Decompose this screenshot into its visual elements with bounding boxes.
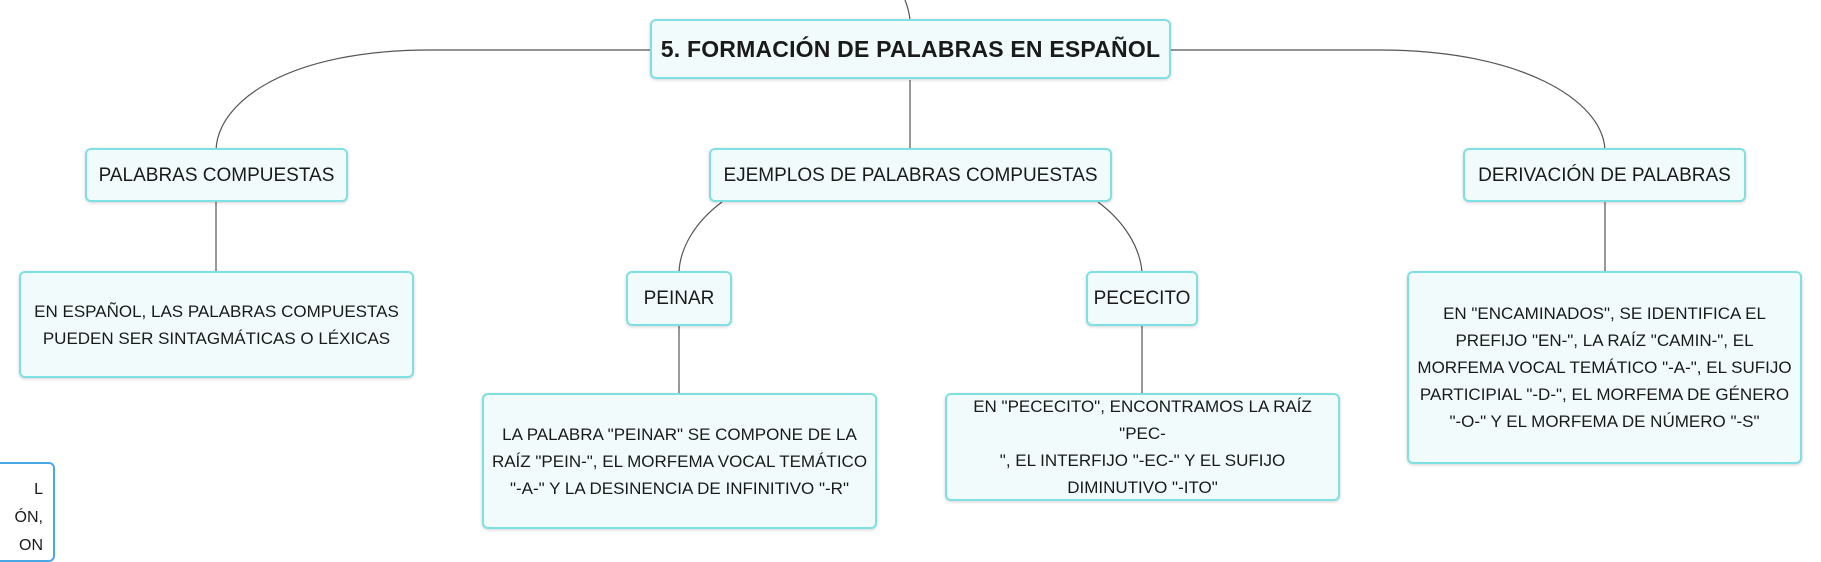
detail-line: MORFEMA VOCAL TEMÁTICO "-A-", EL SUFIJO [1417,358,1792,377]
connector-root-to-derivacion [1170,49,1606,151]
detail-line: EN "PECECITO", ENCONTRAMOS LA RAÍZ "PEC- [973,397,1312,443]
topic-ejemplos-palabras-compuestas[interactable]: EJEMPLOS DE PALABRAS COMPUESTAS [709,148,1112,202]
topic-palabras-compuestas-label: PALABRAS COMPUESTAS [98,164,335,186]
subtopic-peinar[interactable]: PEINAR [626,271,732,326]
detail-line: "-A-" Y LA DESINENCIA DE INFINITIVO "-R" [509,478,849,498]
connector-parent-to-root [904,0,911,21]
detail-peinar[interactable]: LA PALABRA "PEINAR" SE COMPONE DE LA RAÍ… [482,393,877,529]
root-topic-label: 5. FORMACIÓN DE PALABRAS EN ESPAÑOL [660,35,1161,62]
detail-line: PREFIJO "EN-", LA RAÍZ "CAMIN-", EL [1455,331,1754,350]
detail-line: ", EL INTERFIJO "-EC-" Y EL SUFIJO [999,451,1286,470]
detail-derivacion[interactable]: EN "ENCAMINADOS", SE IDENTIFICA EL PREFI… [1407,271,1802,464]
detail-line: PUEDEN SER SINTAGMÁTICAS O LÉXICAS [42,328,391,348]
detail-line: DIMINUTIVO "-ITO" [1067,478,1218,497]
detail-line: EN ESPAÑOL, LAS PALABRAS COMPUESTAS [34,301,399,321]
topic-ejemplos-label: EJEMPLOS DE PALABRAS COMPUESTAS [723,164,1098,186]
detail-line: PARTICIPIAL "-D-", EL MORFEMA DE GÉNERO [1419,385,1790,404]
connector-ejemplos-to-peinar [678,201,723,273]
subtopic-pececito[interactable]: PECECITO [1086,271,1198,326]
topic-derivacion-label: DERIVACIÓN DE PALABRAS [1478,164,1731,186]
topic-palabras-compuestas[interactable]: PALABRAS COMPUESTAS [85,148,348,202]
detail-line: LA PALABRA "PEINAR" SE COMPONE DE LA [502,424,857,444]
offscreen-detail-node[interactable]: L ÓN, ON [0,462,55,562]
detail-palabras-compuestas[interactable]: EN ESPAÑOL, LAS PALABRAS COMPUESTAS PUED… [19,271,414,378]
connector-root-to-compuestas [215,49,652,151]
offscreen-detail-text: L ÓN, ON [14,481,43,554]
topic-derivacion-de-palabras[interactable]: DERIVACIÓN DE PALABRAS [1463,148,1746,202]
detail-line: EN "ENCAMINADOS", SE IDENTIFICA EL [1443,304,1766,323]
connector-lines [215,0,1606,395]
subtopic-pececito-label: PECECITO [1093,288,1191,309]
detail-line: RAÍZ "PEIN-", EL MORFEMA VOCAL TEMÁTICO [491,451,868,471]
detail-line: "-O-" Y EL MORFEMA DE NÚMERO "-S" [1449,412,1760,431]
root-topic[interactable]: 5. FORMACIÓN DE PALABRAS EN ESPAÑOL [650,19,1171,79]
connector-ejemplos-to-pececito [1097,201,1143,273]
subtopic-peinar-label: PEINAR [643,288,715,309]
detail-pececito[interactable]: EN "PECECITO", ENCONTRAMOS LA RAÍZ "PEC-… [945,393,1340,501]
